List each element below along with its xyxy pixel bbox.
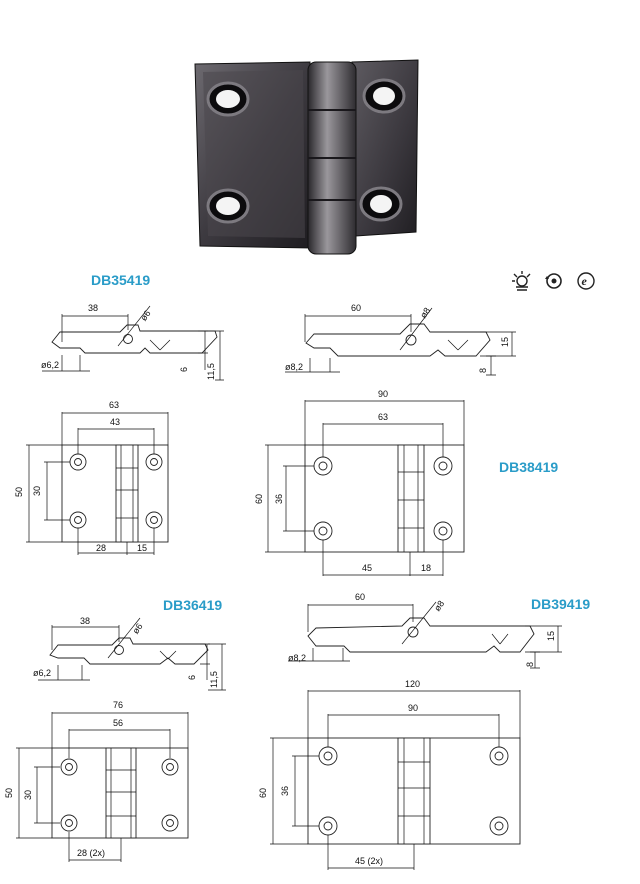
dim-total-height: 60 <box>254 494 264 504</box>
dim-thickness: 6 <box>179 367 189 372</box>
dim-width: 60 <box>355 592 365 602</box>
product-code-db36419: DB36419 <box>163 597 223 613</box>
dim-thickness: 6 <box>187 675 197 680</box>
dim-total-height: 50 <box>14 487 24 497</box>
dim-hole-spacing: 90 <box>408 703 418 713</box>
dim-pin: ø6 <box>138 308 152 322</box>
product-code-db35419: DB35419 <box>91 272 151 288</box>
dim-hole-spacing: 43 <box>110 417 120 427</box>
side-view-a <box>42 305 224 381</box>
dim-hole-height: 36 <box>274 494 284 504</box>
dim-hole: ø6,2 <box>41 360 59 370</box>
dim-pin: ø6 <box>130 621 144 635</box>
side-view-c <box>38 617 226 691</box>
dim-thickness: 8 <box>478 368 488 373</box>
front-view-d <box>270 690 521 870</box>
dim-hole-spacing: 56 <box>113 718 123 728</box>
dim-pin: ø8 <box>418 306 432 320</box>
svg-text:e: e <box>582 274 588 288</box>
front-view-b <box>265 400 465 576</box>
dim-total-height: 50 <box>4 788 14 798</box>
dim-total-width: 63 <box>109 400 119 410</box>
dim-bottom-left: 45 <box>362 563 372 573</box>
dim-total-width: 90 <box>378 389 388 399</box>
side-view-b <box>285 307 516 376</box>
weather-resistant-icon <box>512 271 531 291</box>
dim-total-height: 60 <box>258 788 268 798</box>
front-view-a <box>26 412 169 555</box>
dim-height: 15 <box>546 631 556 641</box>
dim-hole-height: 30 <box>32 486 42 496</box>
dim-height: 11,5 <box>209 671 219 688</box>
dim-height: 11,5 <box>206 363 216 380</box>
dim-bottom-left: 28 <box>96 543 106 553</box>
dim-bottom-right: 18 <box>421 563 431 573</box>
side-view-d <box>288 601 562 669</box>
dim-total-width: 120 <box>405 679 420 689</box>
certification-icons: e <box>508 270 598 292</box>
dim-width: 38 <box>80 616 90 626</box>
dim-width: 38 <box>88 303 98 313</box>
dim-hole: ø8,2 <box>285 362 303 372</box>
dim-thickness: 8 <box>525 662 535 667</box>
dim-hole-height: 30 <box>23 790 33 800</box>
front-view-c <box>16 712 189 862</box>
dim-hole: ø8,2 <box>288 653 306 663</box>
dim-width: 60 <box>351 303 361 313</box>
e-certification-icon: e <box>577 272 595 290</box>
dim-hole-spacing: 63 <box>378 412 388 422</box>
dim-total-width: 76 <box>113 700 123 710</box>
dim-hole: ø6,2 <box>33 668 51 678</box>
dim-bottom: 45 (2x) <box>355 856 383 866</box>
rotation-icon <box>545 273 562 289</box>
dim-height: 15 <box>500 337 510 347</box>
dim-bottom-right: 15 <box>137 543 147 553</box>
dim-bottom: 28 (2x) <box>77 848 105 858</box>
product-code-db39419: DB39419 <box>531 596 591 612</box>
dim-pin: ø8 <box>432 599 446 613</box>
product-code-db38419: DB38419 <box>499 459 559 475</box>
dim-hole-height: 36 <box>280 786 290 796</box>
